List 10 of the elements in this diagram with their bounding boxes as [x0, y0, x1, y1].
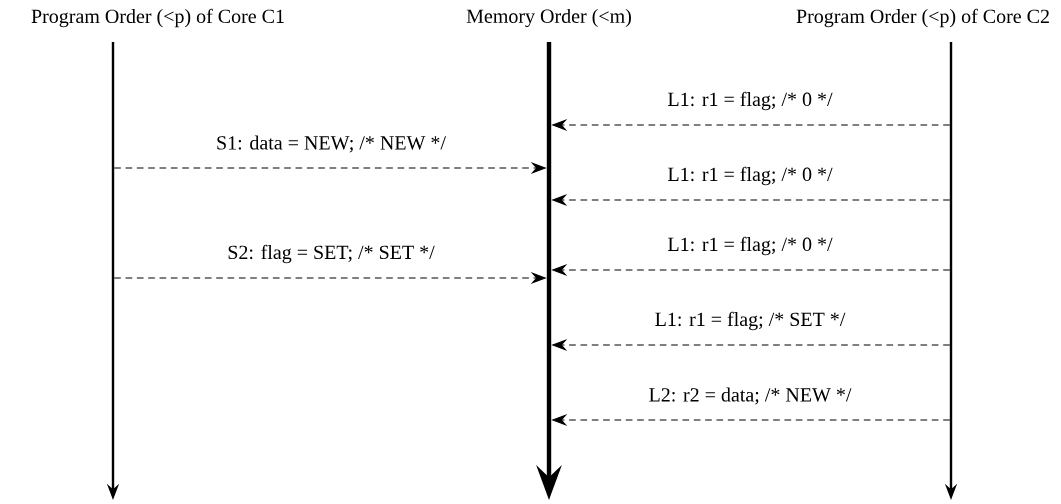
column-heading: Program Order (<p) of Core C1	[31, 8, 284, 28]
column-heading: Program Order (<p) of Core C2	[796, 8, 1049, 28]
edge-label: L2: r2 = data; /* NEW */	[649, 387, 852, 405]
edge-label: L1: r1 = flag; /* 0 */	[668, 166, 833, 186]
edge-label: L1: r1 = flag; /* SET */	[655, 311, 846, 331]
column-heading: Memory Order (<m)	[466, 8, 631, 28]
edge-label: S1: data = NEW; /* NEW */	[217, 135, 446, 153]
edge-label: L1: r1 = flag; /* 0 */	[668, 236, 833, 256]
edge-label: L1: r1 = flag; /* 0 */	[668, 91, 833, 111]
edge-label: S2: flag = SET; /* SET */	[228, 244, 435, 264]
